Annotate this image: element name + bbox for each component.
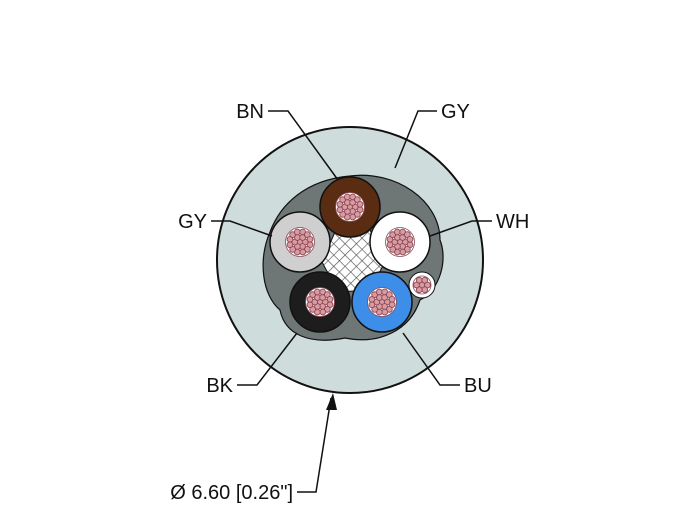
copper-strand <box>293 228 301 236</box>
leader-wh <box>429 220 492 237</box>
conductor-blue <box>351 271 413 333</box>
conductor-black <box>289 271 351 333</box>
copper-strand <box>375 288 383 296</box>
copper-strand <box>349 213 357 221</box>
copper-strand <box>388 295 396 303</box>
copper-strand <box>306 235 314 243</box>
conductor-brown <box>319 176 381 238</box>
copper-strand <box>415 276 423 284</box>
copper-strands-gray <box>285 227 315 257</box>
copper-strands-drain <box>412 275 432 295</box>
label-gy-top: GY <box>441 101 470 123</box>
label-gy-left: GY <box>178 211 207 233</box>
copper-strand <box>299 248 307 256</box>
copper-strand <box>313 288 321 296</box>
copper-strand <box>393 228 401 236</box>
label-bu: BU <box>464 375 492 397</box>
leader-bk <box>237 332 298 386</box>
copper-strand <box>286 241 294 249</box>
label-wh: WH <box>496 211 529 233</box>
copper-strand <box>406 235 414 243</box>
copper-strand <box>343 193 351 201</box>
leader-bu <box>402 332 460 386</box>
conductor-gray <box>269 211 331 273</box>
copper-strand <box>326 295 334 303</box>
drain-wire <box>408 271 436 299</box>
label-bn: BN <box>236 101 264 123</box>
leader-diameter <box>297 397 332 493</box>
diameter-arrowhead <box>326 393 337 410</box>
copper-strands-brown <box>335 192 365 222</box>
copper-strand <box>368 301 376 309</box>
copper-strand <box>399 248 407 256</box>
copper-strands-blue <box>367 287 397 317</box>
copper-strand <box>319 308 327 316</box>
conductor-white <box>369 211 431 273</box>
leader-gy-top <box>394 110 437 169</box>
leader-bn <box>268 110 339 181</box>
copper-strand <box>336 206 344 214</box>
copper-strand <box>381 308 389 316</box>
diameter-label: Ø 6.60 [0.26"] <box>170 482 293 504</box>
copper-strand <box>356 200 364 208</box>
leader-gy-left <box>211 220 273 237</box>
label-bk: BK <box>206 375 233 397</box>
copper-strands-black <box>305 287 335 317</box>
copper-strands-white <box>385 227 415 257</box>
copper-strand <box>421 276 429 284</box>
copper-strand <box>306 301 314 309</box>
leader-lines <box>211 110 492 493</box>
copper-strand <box>386 241 394 249</box>
copper-strand <box>421 286 429 294</box>
